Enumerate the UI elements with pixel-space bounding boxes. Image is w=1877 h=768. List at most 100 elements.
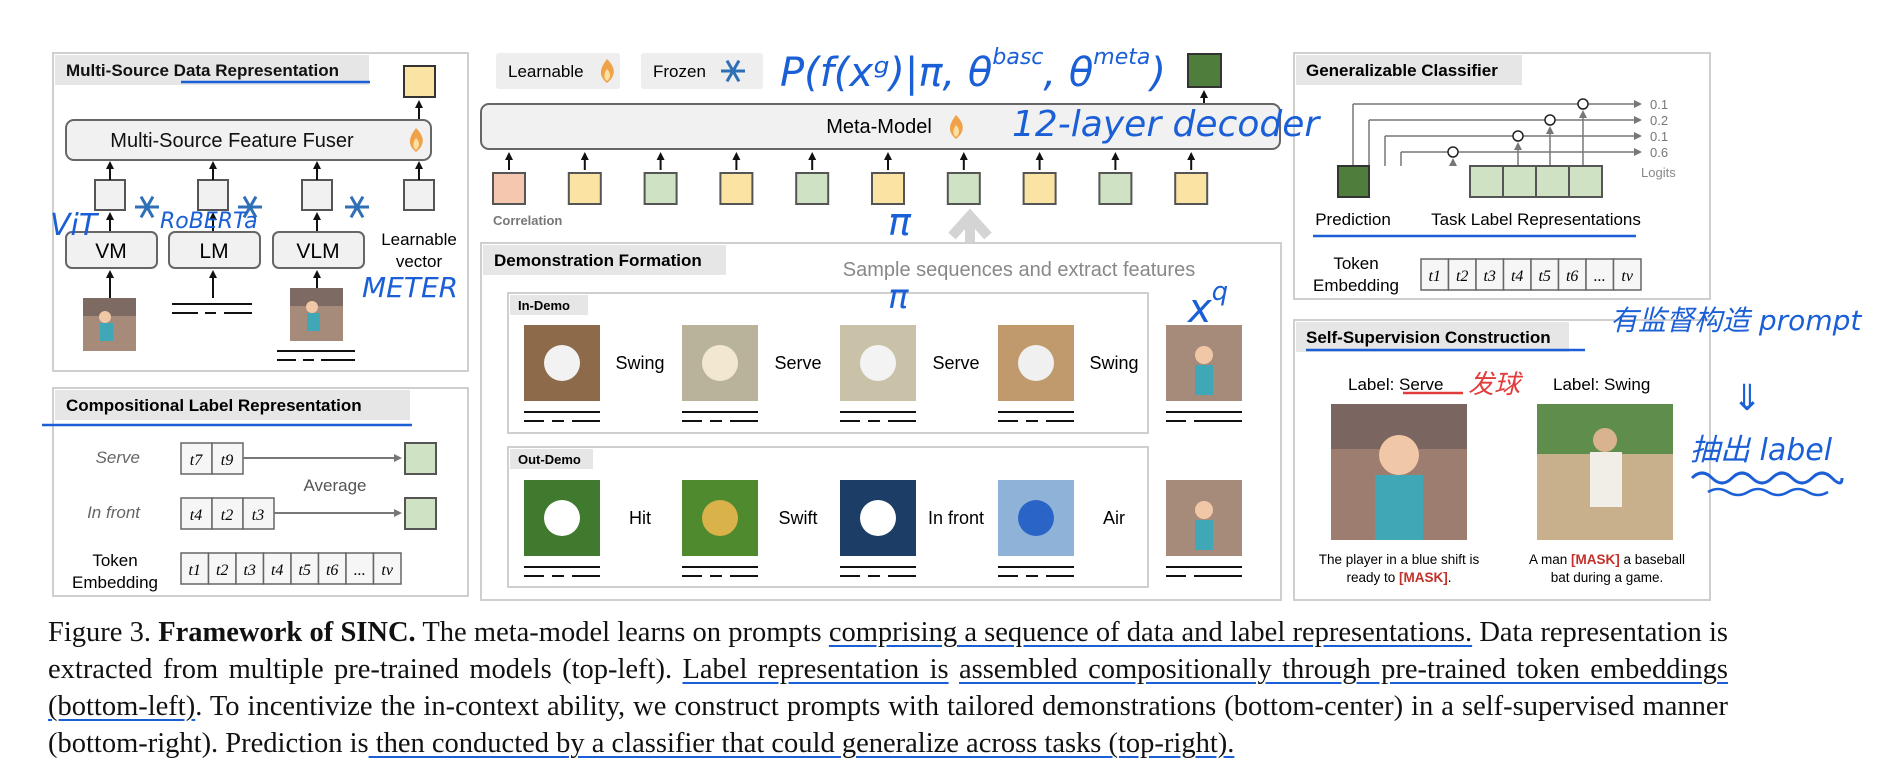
swing-caption-line1: A man [MASK] a baseball: [1529, 552, 1685, 567]
token-0: t1: [1428, 268, 1440, 285]
classifier-title: Generalizable Classifier: [1306, 61, 1498, 80]
token-cell: [1420, 258, 1450, 291]
meta-model-area: Learnable Frozen Meta-Model Correlation: [480, 53, 1281, 252]
multi-source-panel: Multi-Source Data Representation Multi-S…: [52, 52, 469, 372]
token-3: t4: [271, 562, 283, 579]
vlm-label: VLM: [296, 240, 339, 263]
token-3: t4: [1511, 268, 1523, 285]
probability-annotation: P(f(xᵍ)|π, θbasc, θmeta): [780, 45, 1166, 96]
compositional-title: Compositional Label Representation: [66, 396, 362, 415]
meta-input-sequence: [492, 152, 1209, 205]
decoder-annotation: 12-layer decoder: [1012, 104, 1321, 145]
demo-label: Swing: [1089, 353, 1138, 373]
learnable-vector-line1: Learnable: [381, 230, 457, 249]
compositional-panel: Compositional Label Representation Serve…: [42, 387, 469, 597]
token-t3: t3: [252, 507, 264, 524]
clf-token-embedding-line2: Embedding: [1313, 276, 1399, 295]
demo-label: Serve: [932, 353, 979, 373]
logits-label: Logits: [1641, 165, 1676, 180]
token-cell: [372, 552, 402, 585]
caption-title: Framework of SINC.: [158, 617, 416, 648]
token-cell: [180, 552, 210, 585]
learnable-vector-line2: vector: [396, 252, 443, 271]
token-4: t5: [1538, 268, 1550, 285]
token-t4: t4: [190, 507, 202, 524]
sequence-token: [719, 172, 754, 205]
logit-node: [1447, 146, 1459, 158]
demo-photo-subject: [860, 500, 896, 536]
demo-photo-subject: [544, 345, 580, 381]
demo-photo-subject: [544, 500, 580, 536]
demo-label: Air: [1103, 508, 1125, 528]
serve-caption-line1: The player in a blue shift is: [1319, 552, 1480, 567]
token-cell: [345, 552, 375, 585]
pi-annotation-2: π: [888, 277, 909, 317]
token-cell: [1447, 258, 1477, 291]
token-t2: t2: [221, 507, 233, 524]
query-photo-subject: [1195, 346, 1213, 364]
query-photo-subject: [1195, 520, 1213, 550]
query-photo-subject: [1195, 501, 1213, 519]
demo-label: In front: [928, 508, 984, 528]
label-serve: Label: Serve: [1348, 375, 1443, 394]
token-2: t3: [1483, 268, 1495, 285]
swing-caption-line2: bat during a game.: [1551, 570, 1664, 585]
tennis-thumbnail: [83, 298, 136, 351]
task-label-representations: Task Label Representations: [1431, 210, 1641, 229]
logit-node: [1577, 98, 1589, 110]
token-embedding-line2: Embedding: [72, 573, 158, 592]
out-demo-label: Out-Demo: [518, 452, 581, 467]
token-cell: [290, 552, 320, 585]
demo-label: Swing: [615, 353, 664, 373]
demo-label: Swift: [778, 508, 817, 528]
demo-photo-subject: [1018, 345, 1054, 381]
token-6: ...: [354, 562, 366, 579]
self-supervision-title: Self-Supervision Construction: [1306, 328, 1551, 347]
serve-row-label: Serve: [96, 448, 140, 467]
token-7: tv: [1621, 268, 1633, 285]
handwritten-annotations: P(f(xᵍ)|π, θbasc, θmeta) 12-layer decode…: [50, 45, 1862, 497]
demo-photo-subject: [860, 345, 896, 381]
sequence-token: [1098, 172, 1133, 205]
prediction-label: Prediction: [1315, 210, 1391, 229]
query-photo-subject: [1195, 365, 1213, 395]
logit-wiring: 0.10.20.10.6: [1352, 97, 1668, 166]
logit-value: 0.1: [1650, 97, 1668, 112]
demo-photo-subject: [702, 500, 738, 536]
sequence-token: [1174, 172, 1209, 205]
token-6: ...: [1594, 268, 1606, 285]
fa-qiu-annotation: 发球: [1468, 370, 1524, 400]
down-arrow-annotation: ⇓: [1732, 378, 1762, 419]
fuser-label: Multi-Source Feature Fuser: [110, 130, 354, 152]
sequence-token: [871, 172, 905, 205]
demo-label: Serve: [774, 353, 821, 373]
label-swing: Label: Swing: [1553, 375, 1650, 394]
demo-label: Hit: [629, 508, 651, 528]
classifier-panel: Generalizable Classifier 0.10.20.10.6 Lo…: [1293, 52, 1711, 300]
average-label: Average: [303, 476, 366, 495]
token-0: t1: [188, 562, 200, 579]
sequence-token: [795, 172, 830, 205]
xq-annotation: xq: [1186, 277, 1228, 332]
token-t9: t9: [221, 452, 233, 469]
figure-caption: Figure 3. Framework of SINC. The meta-mo…: [48, 617, 1728, 759]
token-cell: [317, 552, 347, 585]
logit-node: [1544, 114, 1556, 126]
sequence-token: [1022, 172, 1057, 205]
clf-token-embedding-line1: Token: [1333, 254, 1378, 273]
pi-annotation-1: π: [888, 200, 912, 244]
logit-value: 0.6: [1650, 145, 1668, 160]
logit-value: 0.1: [1650, 129, 1668, 144]
token-2: t3: [243, 562, 255, 579]
infront-row-label: In front: [87, 503, 141, 522]
sequence-token: [567, 172, 602, 205]
serve-caption-line2: ready to [MASK].: [1346, 570, 1451, 585]
token-cell: [1557, 258, 1587, 291]
correlation-label: Correlation: [493, 213, 562, 228]
self-supervision-panel: Self-Supervision Construction Label: Ser…: [1293, 319, 1711, 601]
token-4: t5: [298, 562, 310, 579]
tennis-serve-photo: [1331, 404, 1467, 540]
